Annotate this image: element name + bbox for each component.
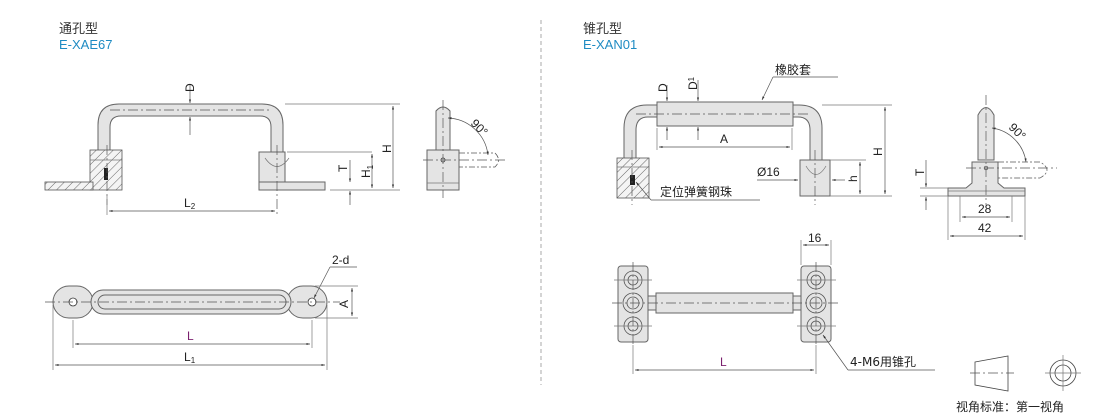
right-dim-16: 16 xyxy=(808,231,822,245)
right-dim-A: A xyxy=(720,132,728,146)
right-dim-H: H xyxy=(871,147,885,156)
spring-ball-callout: 定位弹簧钢珠 xyxy=(660,184,732,199)
right-type-label: 锥孔型 xyxy=(583,21,623,36)
left-dim-H: H xyxy=(380,144,394,153)
right-dim-D: D xyxy=(656,83,670,92)
left-dim-L1: L1 xyxy=(184,350,196,365)
left-front-view: D H H1 T L2 xyxy=(44,83,400,215)
left-top-view: 2-d A L L1 xyxy=(45,253,358,370)
left-dim-H1: H1 xyxy=(359,164,375,178)
left-dim-angle: 90° xyxy=(468,116,491,139)
right-dim-h: h xyxy=(846,175,860,182)
right-front-view: D D1 A 橡胶套 定位弹簧钢珠 Ø16 h H xyxy=(616,62,892,205)
right-dim-42: 42 xyxy=(978,221,992,235)
left-dim-D: D xyxy=(183,83,197,92)
right-dim-28: 28 xyxy=(978,202,992,216)
right-dim-angle: 90° xyxy=(1006,120,1029,143)
concentric-circles-icon xyxy=(1045,355,1081,391)
left-dim-hole: 2-d xyxy=(332,253,349,267)
tapped-holes-callout: 4-M6用锥孔 xyxy=(850,355,916,369)
left-dim-A: A xyxy=(337,300,351,308)
first-angle-projection-symbol: 视角标准：第一视角 xyxy=(956,355,1081,414)
right-dim-D1: D1 xyxy=(686,76,700,90)
truncated-cone-icon xyxy=(974,355,1009,392)
left-type-label: 通孔型 xyxy=(59,21,99,36)
left-side-view: 90° xyxy=(423,100,505,198)
left-dim-L: L xyxy=(187,329,194,343)
right-dim-L: L xyxy=(720,355,727,369)
right-dim-dia16: Ø16 xyxy=(757,165,780,179)
right-dim-T: T xyxy=(913,168,927,176)
spring-ball-icon xyxy=(104,168,108,180)
left-model-number: E-XAE67 xyxy=(59,37,113,52)
projection-label: 视角标准：第一视角 xyxy=(956,399,1064,414)
right-side-view: 90° T 28 42 xyxy=(913,95,1057,240)
left-dim-L2: L2 xyxy=(184,196,196,211)
right-top-view: 16 L 4-M6用锥孔 xyxy=(612,231,935,374)
rubber-sleeve-callout: 橡胶套 xyxy=(775,62,811,77)
left-dim-T: T xyxy=(336,164,350,172)
right-model-number: E-XAN01 xyxy=(583,37,638,52)
